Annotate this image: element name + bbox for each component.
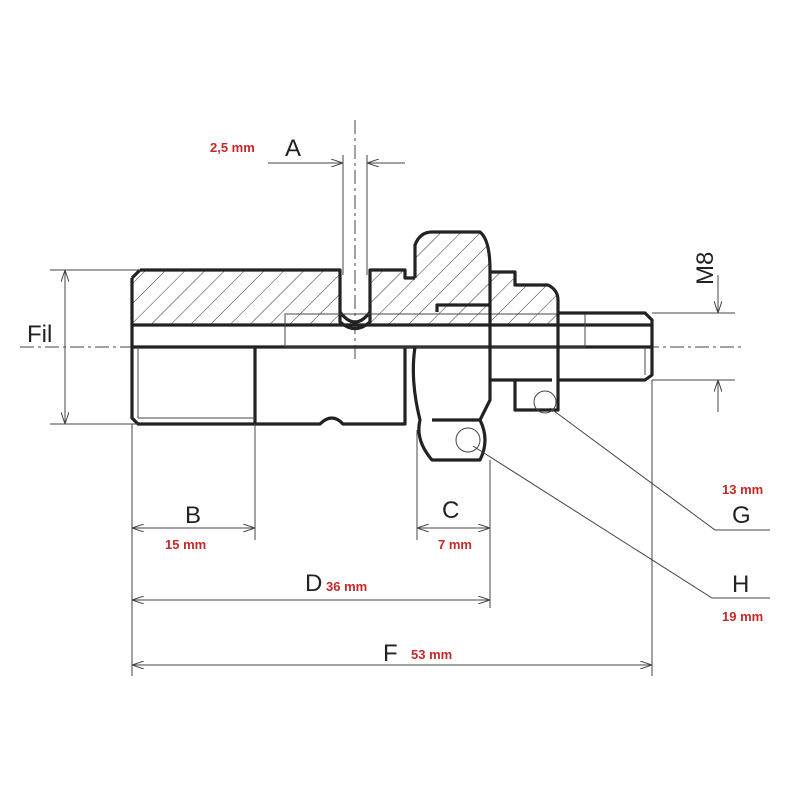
extension-lines bbox=[50, 155, 735, 676]
value-c: 7 mm bbox=[438, 537, 472, 552]
label-m8: M8 bbox=[692, 252, 719, 285]
dimension-lines bbox=[65, 163, 770, 665]
m8-pipe bbox=[558, 311, 654, 382]
value-d: 36 mm bbox=[326, 579, 367, 594]
banjo-bolt-body bbox=[130, 268, 652, 426]
label-h: H bbox=[732, 571, 749, 598]
label-fil: Fil bbox=[27, 321, 52, 348]
hex-nut bbox=[411, 230, 492, 462]
label-c: C bbox=[442, 497, 459, 524]
value-h: 19 mm bbox=[722, 609, 763, 624]
label-d: D bbox=[305, 570, 322, 597]
label-g: G bbox=[732, 502, 751, 529]
value-b: 15 mm bbox=[165, 537, 206, 552]
nipple bbox=[490, 270, 560, 414]
label-f: F bbox=[383, 640, 398, 667]
value-a: 2,5 mm bbox=[210, 140, 255, 155]
label-b: B bbox=[185, 502, 201, 529]
value-g: 13 mm bbox=[722, 482, 763, 497]
label-a: A bbox=[285, 135, 301, 162]
value-f: 53 mm bbox=[411, 647, 452, 662]
section-hatching bbox=[132, 232, 558, 325]
